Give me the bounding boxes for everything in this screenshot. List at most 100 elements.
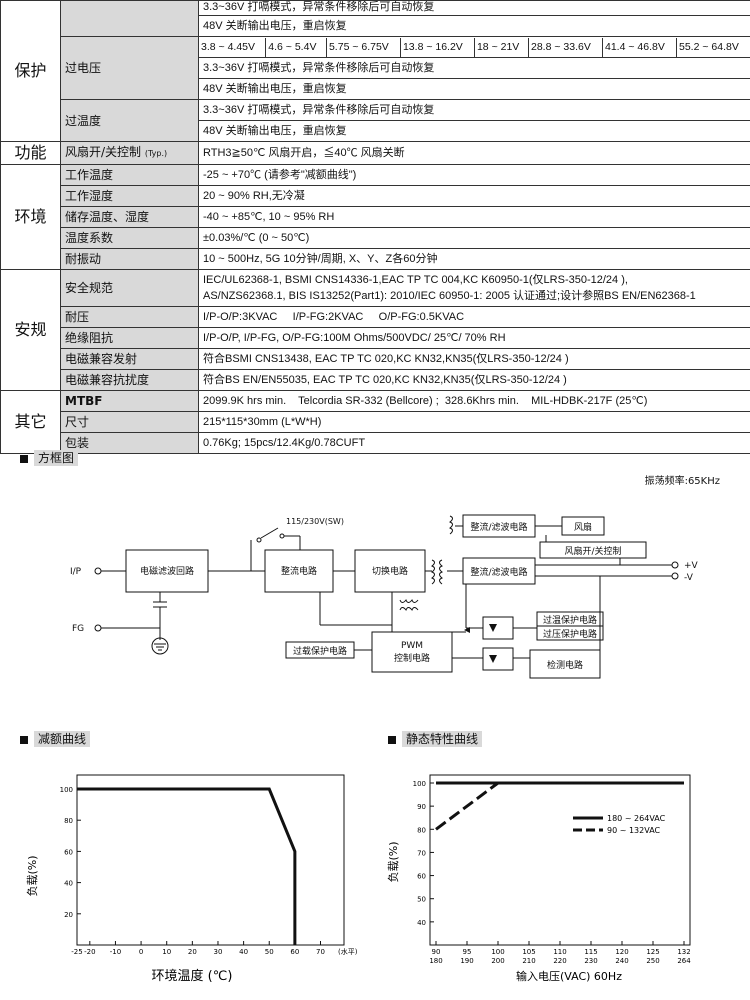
env-value-3: ±0.03%/℃ (0 ~ 50℃)	[198, 227, 750, 249]
pwm-label-1: PWM	[401, 641, 423, 651]
env-label-1: 工作湿度	[60, 185, 199, 207]
derating-xtick-label: 40	[239, 948, 248, 956]
spec-table: 保护 3.3~36V 打嗝模式，异常条件移除后可自动恢复 48V 关断输出电压，…	[0, 0, 750, 454]
static-ytick-label: 80	[417, 826, 426, 834]
static-xtick-bottom: 264	[677, 957, 691, 965]
category-function: 功能	[0, 141, 61, 165]
block-diagram-title: 方框图	[34, 450, 79, 466]
other-value-1: 215*115*30mm (L*W*H)	[198, 411, 750, 433]
static-xtick-top: 120	[615, 948, 628, 956]
overvoltage-line2: 48V 关断输出电压，重启恢复	[198, 78, 750, 100]
safety-value-0-line1: IEC/UL62368-1, BSMI CNS14336-1,EAC TP TC…	[203, 274, 628, 286]
static-legend-label-1: 90 ~ 132VAC	[607, 826, 661, 835]
derating-xtick-label: 20	[188, 948, 197, 956]
fan-ctrl-label: 风扇开/关控制	[564, 545, 621, 557]
fan-control-value: RTH3≧50℃ 风扇开启，≦40℃ 风扇关断	[198, 141, 750, 165]
derating-xunit-note: (水平)	[338, 947, 358, 956]
static-ytick-label: 100	[413, 780, 426, 788]
static-chart: 9018095190100200105210110220115230120240…	[386, 774, 691, 983]
fan-control-label-text: 风扇开/关控制	[65, 145, 142, 159]
derating-series-line	[77, 787, 297, 945]
static-legend-label-0: 180 ~ 264VAC	[607, 814, 666, 823]
env-value-4: 10 ~ 500Hz, 5G 10分钟/周期, X、Y、Z各60分钟	[198, 248, 750, 270]
static-xtick-top: 132	[677, 948, 690, 956]
overvoltage-value-2: 5.75 ~ 6.75V	[326, 37, 401, 57]
static-xtick-bottom: 240	[615, 957, 628, 965]
rect-filter-top-label: 整流/滤波电路	[470, 521, 527, 533]
safety-value-3: 符合BSMI CNS13438, EAC TP TC 020,KC KN32,K…	[198, 348, 750, 370]
overvoltage-value-4: 18 ~ 21V	[474, 37, 529, 57]
static-xtick-top: 100	[491, 948, 504, 956]
safety-label-0: 安全规范	[60, 269, 199, 307]
overvoltage-value-1: 4.6 ~ 5.4V	[265, 37, 327, 57]
opto-top-diode-icon	[489, 624, 497, 632]
switching-label: 切换电路	[372, 565, 408, 577]
overvoltage-line1: 3.3~36V 打嗝模式，异常条件移除后可自动恢复	[198, 57, 750, 79]
static-xtick-top: 95	[463, 948, 472, 956]
safety-label-2: 绝缘阻抗	[60, 327, 199, 349]
fg-label: FG	[72, 624, 84, 634]
opto-coupler-top	[482, 616, 514, 640]
other-label-2: 包装	[60, 432, 199, 454]
overvoltage-value-5: 28.8 ~ 33.6V	[528, 37, 603, 57]
other-label-1: 尺寸	[60, 411, 199, 433]
safety-value-1: I/P-O/P:3KVAC I/P-FG:2KVAC O/P-FG:0.5KVA…	[198, 306, 750, 328]
overtemp-line2: 48V 关断输出电压，重启恢复	[198, 120, 750, 142]
osc-frequency: 振荡频率:65KHz	[644, 476, 720, 487]
olp-label: 过载保护电路	[293, 645, 347, 657]
overvoltage-value-7: 55.2 ~ 64.8V	[678, 40, 739, 53]
env-label-2: 储存温度、湿度	[60, 206, 199, 228]
derating-xtick-label: 30	[214, 948, 223, 956]
plus-v-label: +V	[684, 561, 699, 571]
static-ytick-label: 50	[417, 896, 426, 904]
static-ytick-label: 60	[417, 873, 426, 881]
derating-title: 减额曲线	[34, 731, 91, 747]
derating-heading: 减额曲线	[20, 730, 91, 747]
ip-label: I/P	[70, 567, 82, 577]
opto-bottom-diode-icon	[489, 655, 497, 663]
static-xtick-top: 105	[522, 948, 535, 956]
category-safety: 安规	[0, 269, 61, 391]
fan-label: 风扇	[574, 521, 592, 533]
static-xtick-bottom: 210	[522, 957, 535, 965]
env-value-1: 20 ~ 90% RH,无冷凝	[198, 185, 750, 207]
protection-prev-line1: 3.3~36V 打嗝模式，异常条件移除后可自动恢复	[198, 0, 750, 16]
derating-ytick-label: 60	[64, 848, 73, 856]
pwm-box	[371, 631, 453, 673]
other-value-0: 2099.9K hrs min. Telcordia SR-332 (Bellc…	[198, 390, 750, 412]
detect-box	[529, 649, 601, 679]
static-ytick-label: 90	[417, 803, 426, 811]
static-series-1	[435, 781, 684, 831]
overvoltage-value-0: 3.8 ~ 4.45V	[199, 37, 267, 57]
static-xtick-top: 90	[432, 948, 441, 956]
minus-v-label: -V	[684, 573, 694, 583]
derating-xtick-label: 0	[139, 948, 143, 956]
overvoltage-label: 过电压	[60, 36, 199, 100]
derating-ylabel: 负载(%)	[25, 855, 39, 896]
block-diagram: I/P FG 115/230V(SW) 电磁滤波回路 整流电路 切换电路 整流/…	[70, 514, 699, 679]
env-label-0: 工作温度	[60, 164, 199, 186]
static-ytick-label: 40	[417, 919, 426, 927]
static-title: 静态特性曲线	[402, 731, 483, 747]
safety-label-1: 耐压	[60, 306, 199, 328]
overvoltage-value-3: 13.8 ~ 16.2V	[400, 37, 475, 57]
static-xtick-top: 110	[553, 948, 566, 956]
rectifier-label: 整流电路	[281, 565, 317, 577]
derating-ytick-label: 40	[64, 880, 73, 888]
derating-plot-frame	[76, 774, 345, 946]
fan-ctrl-box	[539, 541, 647, 559]
heading-square-icon	[20, 735, 28, 744]
static-ylabel: 负载(%)	[386, 841, 400, 882]
safety-value-4: 符合BS EN/EN55035, EAC TP TC 020,KC KN32,K…	[198, 369, 750, 391]
arrow-olp-icon	[464, 627, 470, 633]
static-xtick-bottom: 180	[429, 957, 442, 965]
switch-label: 115/230V(SW)	[286, 517, 344, 526]
derating-xtick-label: 10	[162, 948, 171, 956]
derating-ytick-label: 100	[60, 786, 73, 794]
static-heading: 静态特性曲线	[388, 730, 483, 747]
rect-filter-mid-label: 整流/滤波电路	[470, 566, 527, 578]
static-xlabel: 输入电压(VAC) 60Hz	[516, 969, 622, 983]
protection-prev-label	[60, 0, 199, 37]
category-others: 其它	[0, 390, 61, 454]
static-xtick-bottom: 250	[646, 957, 659, 965]
